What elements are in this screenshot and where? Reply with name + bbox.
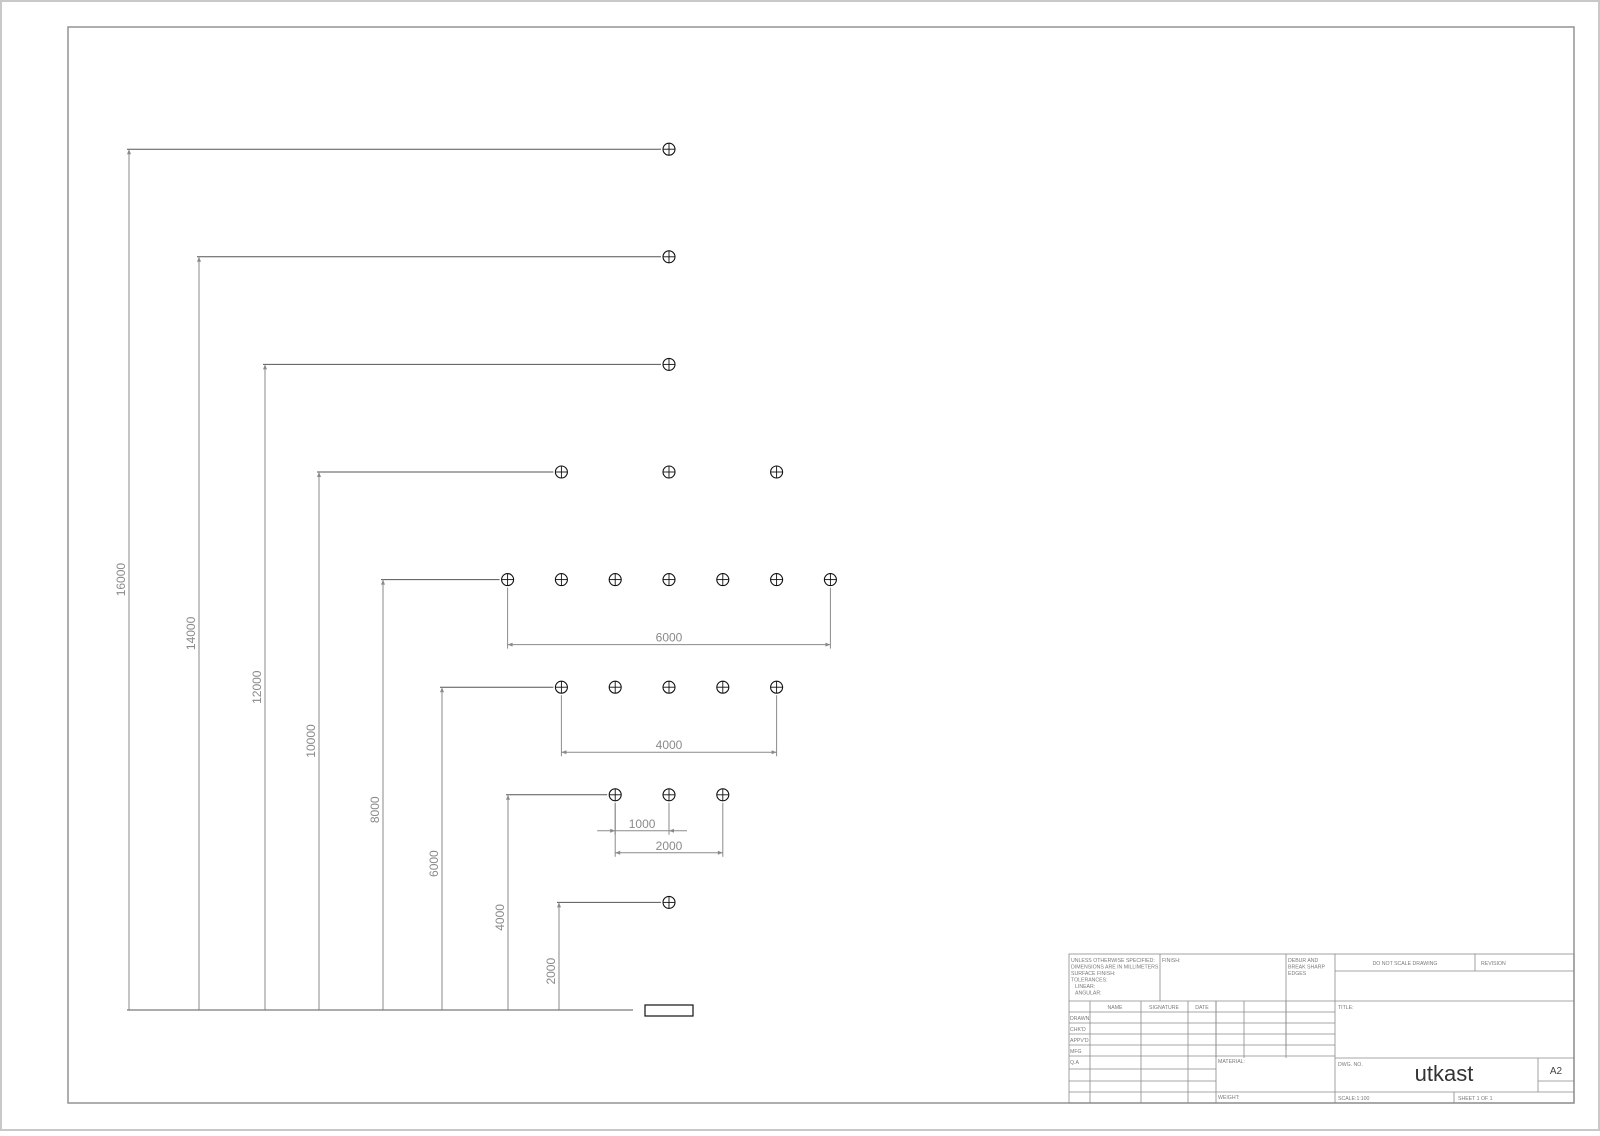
note-line-3: SURFACE FINISH: xyxy=(1071,971,1115,977)
col-date-label: DATE xyxy=(1195,1005,1209,1011)
vertical-dimension-label: 8000 xyxy=(368,796,382,823)
dimension-arrow xyxy=(610,828,616,833)
sheet-size: A2 xyxy=(1550,1066,1563,1077)
dimension-arrow xyxy=(557,902,561,908)
title-block-notes: UNLESS OTHERWISE SPECIFIED: DIMENSIONS A… xyxy=(1071,958,1159,997)
deburr-line-1: DEBUR AND xyxy=(1288,958,1319,964)
horizontal-dimension-label: 4000 xyxy=(656,738,683,752)
material-label: MATERIAL: xyxy=(1218,1059,1245,1065)
deburr-line-3: EDGES xyxy=(1288,971,1307,977)
row-approved-label: APPV'D xyxy=(1070,1038,1089,1044)
col-name-label: NAME xyxy=(1108,1005,1124,1011)
note-line-2: DIMENSIONS ARE IN MILLIMETERS xyxy=(1071,965,1159,971)
vertical-dimension-label: 12000 xyxy=(250,670,264,704)
horizontal-dimension-label: 2000 xyxy=(656,839,683,853)
do-not-scale-label: DO NOT SCALE DRAWING xyxy=(1373,961,1438,967)
drawing-name: utkast xyxy=(1415,1061,1474,1086)
title-block xyxy=(1068,953,1575,1104)
origin-marker xyxy=(644,1004,694,1017)
drawing-view: 16000 14000 12000 10000 8000 6000 4000 2000 6000… xyxy=(114,142,837,1010)
dimension-arrow xyxy=(717,850,723,855)
dimension-arrow xyxy=(127,149,131,155)
row-mfg-label: MFG xyxy=(1070,1049,1082,1055)
dimension-arrow xyxy=(197,256,201,262)
horizontal-dimension-label: 6000 xyxy=(656,631,683,645)
dimension-arrow xyxy=(615,850,621,855)
row-qa-label: Q.A xyxy=(1070,1060,1079,1066)
dimension-arrow xyxy=(825,642,831,647)
note-line-4: TOLERANCES: xyxy=(1071,978,1108,984)
col-signature-label: SIGNATURE xyxy=(1149,1005,1179,1011)
scale-label: SCALE:1:100 xyxy=(1338,1096,1370,1102)
dimension-arrow xyxy=(771,750,777,755)
dimension-arrow xyxy=(381,579,385,585)
revision-label: REVISION xyxy=(1481,961,1506,967)
vertical-dimension-label: 14000 xyxy=(184,616,198,650)
deburr-line-2: BREAK SHARP xyxy=(1288,965,1325,971)
dwg-no-label: DWG. NO. xyxy=(1338,1062,1363,1068)
dimension-arrow xyxy=(669,828,674,833)
row-checked-label: CHK'D xyxy=(1070,1027,1086,1033)
finish-label: FINISH: xyxy=(1162,958,1180,964)
note-line-6: ANGULAR: xyxy=(1075,991,1102,997)
vertical-dimension-label: 2000 xyxy=(544,958,558,985)
dimension-arrow xyxy=(507,642,513,647)
sheet-count-label: SHEET 1 OF 1 xyxy=(1458,1096,1493,1102)
dimension-arrow xyxy=(440,687,444,693)
dimension-arrow xyxy=(506,794,510,800)
weight-label: WEIGHT: xyxy=(1218,1095,1240,1101)
vertical-dimension-label: 4000 xyxy=(493,904,507,931)
dimension-arrow xyxy=(317,472,321,477)
note-line-5: LINEAR: xyxy=(1075,984,1095,990)
vertical-dimension-label: 10000 xyxy=(304,724,318,758)
dimension-arrow xyxy=(263,364,267,370)
dimension-arrow xyxy=(561,750,567,755)
drawing-frame xyxy=(67,26,1575,1104)
note-line-1: UNLESS OTHERWISE SPECIFIED: xyxy=(1071,958,1155,964)
horizontal-dimension-label: 1000 xyxy=(629,817,656,831)
title-label: TITLE: xyxy=(1338,1005,1354,1011)
vertical-dimension-label: 6000 xyxy=(427,850,441,877)
vertical-dimension-label: 16000 xyxy=(114,563,128,597)
row-drawn-label: DRAWN xyxy=(1070,1016,1090,1022)
